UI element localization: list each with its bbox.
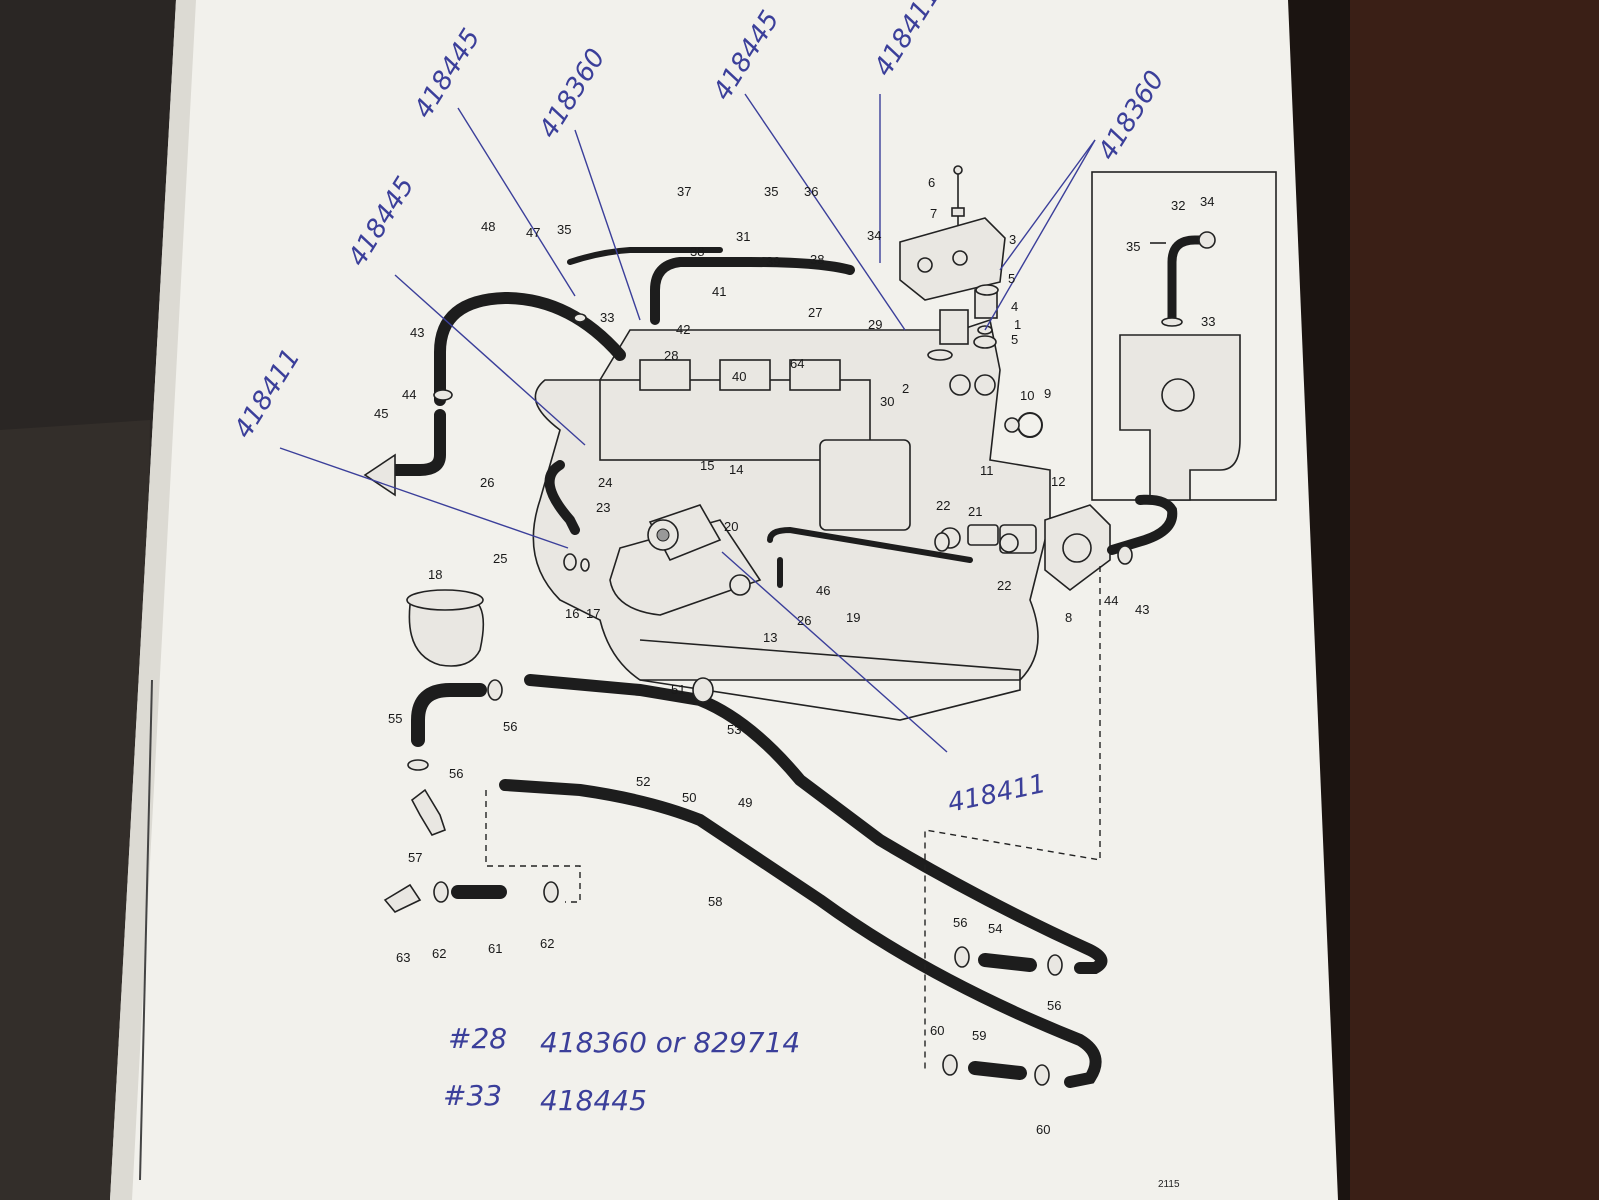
part-label: 21 [968, 504, 982, 519]
part-label: 25 [493, 551, 507, 566]
part-label: 64 [790, 356, 804, 371]
part-label: 31 [736, 229, 750, 244]
part-label: 59 [972, 1028, 986, 1043]
part-label: 47 [526, 225, 540, 240]
part-label: 5 [1008, 271, 1015, 286]
heat-exchanger [609, 504, 762, 616]
part-label: 56 [449, 766, 463, 781]
part-label: 60 [1036, 1122, 1050, 1137]
part-label: 14 [729, 462, 743, 477]
part-label: 45 [374, 406, 388, 421]
part-label: 4 [1011, 299, 1018, 314]
thermostat-housing [899, 165, 1006, 361]
part-label: 34 [1200, 194, 1214, 209]
page-code: 2115 [1158, 1179, 1180, 1190]
part-label: 50 [682, 790, 696, 805]
part-label: 38 [810, 252, 824, 267]
part-label: 56 [953, 915, 967, 930]
oil-filter [406, 589, 485, 667]
part-label: 58 [708, 894, 722, 909]
part-label: 53 [727, 722, 741, 737]
background-table [1330, 0, 1599, 1200]
piping [379, 247, 1178, 1088]
part-label: 54 [988, 921, 1002, 936]
part-label: 33 [1201, 314, 1215, 329]
part-label: 39 [766, 254, 780, 269]
part-label: 12 [1051, 474, 1065, 489]
part-label: 40 [732, 369, 746, 384]
part-label: 26 [480, 475, 494, 490]
part-label: 51 [671, 682, 685, 697]
part-label: 60 [930, 1023, 944, 1038]
part-label: 23 [596, 500, 610, 515]
note-value: 418360 or 829714 [540, 1026, 800, 1059]
part-label: 63 [396, 950, 410, 965]
part-label: 15 [700, 458, 714, 473]
part-label: 17 [586, 606, 600, 621]
part-label: 35 [557, 222, 571, 237]
paper-fold [139, 679, 153, 1181]
part-label: 29 [868, 317, 882, 332]
part-label: 2 [902, 381, 909, 396]
part-label: 13 [763, 630, 777, 645]
part-label: 48 [481, 219, 495, 234]
part-label: 55 [388, 711, 402, 726]
part-label: 19 [846, 610, 860, 625]
part-label: 11 [980, 463, 994, 478]
part-label: 44 [1104, 593, 1118, 608]
part-label: 28 [664, 348, 678, 363]
routing-dashes [485, 566, 1101, 1070]
part-label: 43 [410, 325, 424, 340]
part-label: 35 [1126, 239, 1140, 254]
part-label: 42 [676, 322, 690, 337]
handwritten-notes: #28 418360 or 829714 #33 418445 [443, 1022, 800, 1117]
part-label: 44 [402, 387, 416, 402]
part-label: 22 [997, 578, 1011, 593]
part-label: 46 [816, 583, 830, 598]
part-label: 30 [880, 394, 894, 409]
part-label: 32 [1171, 198, 1185, 213]
note-ref: #28 [448, 1022, 507, 1055]
part-label: 49 [738, 795, 752, 810]
part-label: 8 [1065, 610, 1072, 625]
part-label: 56 [503, 719, 517, 734]
part-label: 43 [1135, 602, 1149, 617]
part-label: 34 [867, 228, 881, 243]
part-label: 3 [1009, 232, 1016, 247]
part-label: 62 [432, 946, 446, 961]
background-floor [0, 420, 150, 1200]
part-label: 26 [797, 613, 811, 628]
part-label: 61 [488, 941, 502, 956]
inset-elbow [1119, 231, 1241, 501]
paper-shadow [110, 0, 196, 1200]
part-label: 27 [808, 305, 822, 320]
part-label: 24 [598, 475, 612, 490]
part-label: 6 [928, 175, 935, 190]
part-label: 35 [764, 184, 778, 199]
part-label: 41 [712, 284, 726, 299]
part-labels: 1 2 3 4 5 5 6 7 8 9 10 11 12 13 14 15 16… [374, 175, 1215, 1137]
part-label: 22 [936, 498, 950, 513]
part-label: 9 [1044, 386, 1051, 401]
note-value: 418445 [540, 1084, 647, 1117]
handwritten-leader-lines [279, 93, 1096, 753]
part-label: 10 [1020, 388, 1034, 403]
part-label: 38 [690, 244, 704, 259]
part-label: 5 [1011, 332, 1018, 347]
part-label: 33 [600, 310, 614, 325]
part-label: 20 [724, 519, 738, 534]
part-label: 57 [408, 850, 422, 865]
part-label: 36 [804, 184, 818, 199]
part-label: 16 [565, 606, 579, 621]
part-label: 52 [636, 774, 650, 789]
note-ref: #33 [443, 1079, 502, 1112]
part-label: 37 [677, 184, 691, 199]
part-label: 7 [930, 206, 937, 221]
water-pump [939, 504, 1111, 592]
part-label: 1 [1014, 317, 1021, 332]
part-label: 62 [540, 936, 554, 951]
part-label: 56 [1047, 998, 1061, 1013]
part-label: 18 [428, 567, 442, 582]
